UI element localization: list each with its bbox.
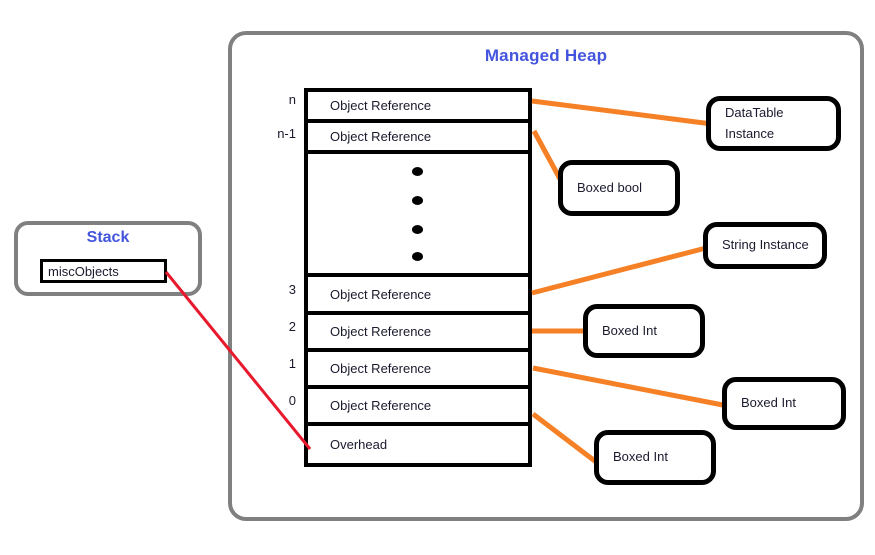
table-row: Object Reference [308,352,528,385]
callout-boxed-bool: Boxed bool [558,160,680,216]
managed-heap-title: Managed Heap [484,46,608,65]
heap-row-label: Object Reference [330,286,432,302]
heap-row-label: Overhead [330,437,388,452]
callout-boxed-int-row0: Boxed Int [594,430,716,485]
ellipsis-dot-icon [412,196,423,205]
heap-row-label: Object Reference [330,324,432,339]
callout-line-1: String Instance [722,237,809,253]
row-divider [308,385,528,389]
table-row: Object Reference [308,315,528,348]
stack-variable-slot: miscObjects [40,259,167,283]
row-index-n: n [288,92,296,107]
callout-line-2: Instance [725,125,775,141]
row-divider [308,150,528,154]
row-index-n-1: n-1 [277,126,296,141]
table-row-ellipsis [308,154,528,273]
heap-row-label: Object Reference [330,361,432,376]
heap-row-label: Object Reference [330,129,432,144]
heap-row-label: Object Reference [330,398,432,413]
callout-line-1: Boxed Int [602,322,657,338]
stack-variable-label: miscObjects [48,263,119,279]
callout-boxed-int-row2: Boxed Int [583,304,705,358]
table-row: Object Reference [308,123,528,150]
table-row: Object Reference [308,277,528,311]
row-index-2: 2 [288,319,296,334]
row-divider [308,348,528,352]
row-index-1: 1 [288,356,296,371]
callout-line-1: DataTable [725,105,784,121]
stack-title: Stack [86,229,130,246]
row-divider [308,273,528,277]
table-row: Object Reference [308,92,528,119]
callout-datatable-instance: DataTable Instance [706,96,841,151]
callout-line-1: Boxed Int [741,395,796,411]
ellipsis-dot-icon [412,225,423,234]
callout-line-1: Boxed Int [613,449,668,465]
row-index-3: 3 [288,282,296,297]
heap-memory-table: Object Reference Object Reference Object… [304,88,532,467]
ellipsis-dot-icon [412,167,423,176]
row-divider [308,422,528,426]
callout-string-instance: String Instance [703,222,827,269]
heap-row-label: Object Reference [330,98,432,113]
row-divider [308,311,528,315]
row-index-0: 0 [288,393,296,408]
callout-line-1: Boxed bool [577,179,643,195]
row-divider [308,119,528,123]
callout-boxed-int-row1: Boxed Int [722,377,846,430]
ellipsis-dot-icon [412,252,423,261]
table-row: Object Reference [308,389,528,422]
table-row-overhead: Overhead [308,426,528,463]
